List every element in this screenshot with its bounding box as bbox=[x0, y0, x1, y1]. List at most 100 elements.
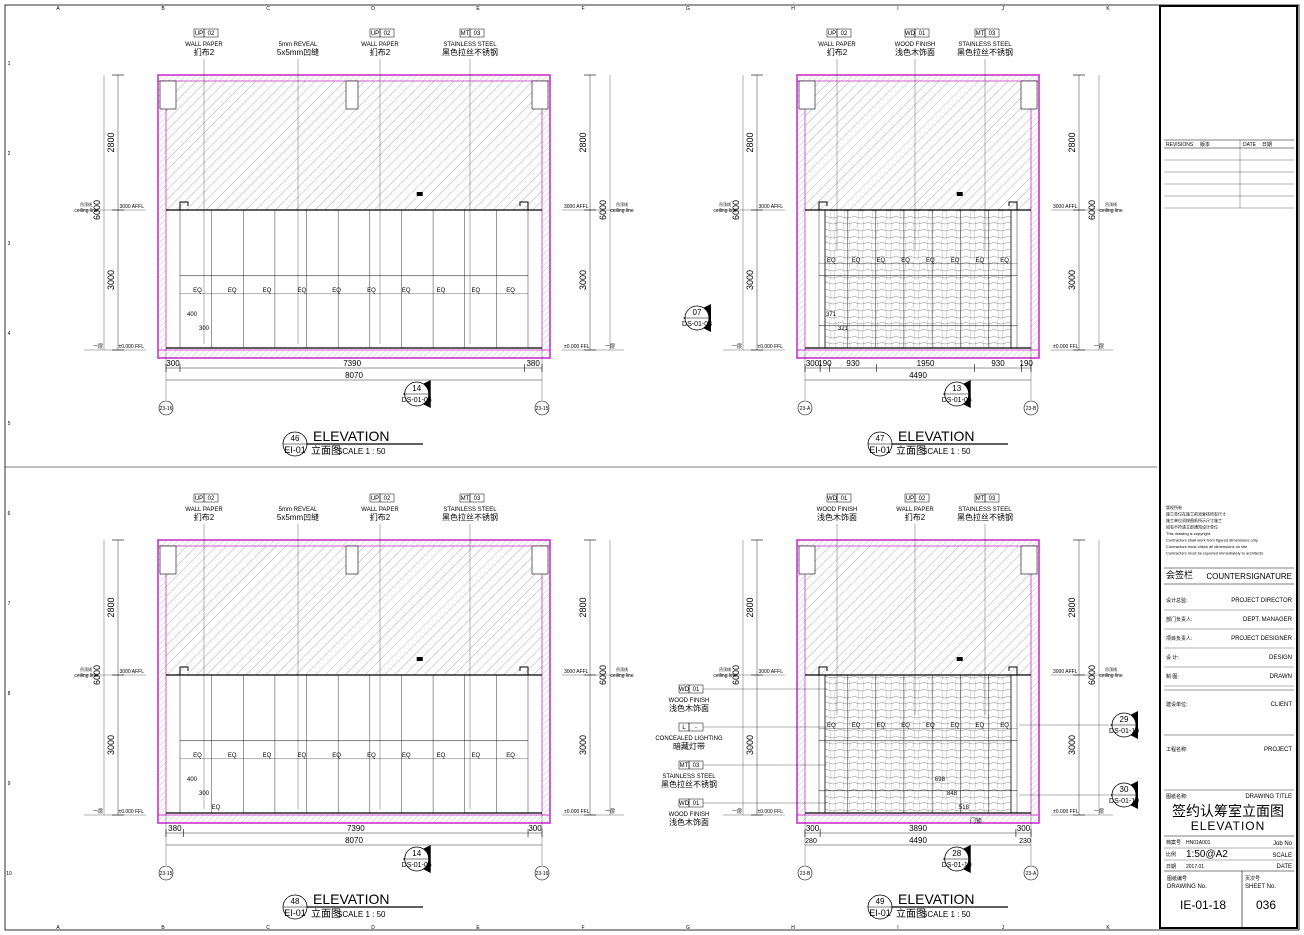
left-wall bbox=[796, 80, 806, 351]
eq-label: EQ bbox=[263, 288, 272, 294]
wood-panel bbox=[824, 209, 1012, 349]
beam-right bbox=[531, 80, 549, 110]
tag-num: 01 bbox=[693, 687, 700, 693]
tag-num: 02 bbox=[841, 31, 848, 37]
section-number: 07 bbox=[693, 308, 702, 317]
grid-letter-top: C bbox=[266, 6, 270, 12]
grid-bubble-left: 23-A bbox=[797, 400, 813, 416]
eq-label: EQ bbox=[852, 723, 861, 729]
hdim-label: 3890 bbox=[909, 824, 927, 833]
level-ceiling: 3000 AFFL bbox=[1053, 669, 1078, 675]
vdim-lower: 3000 bbox=[578, 270, 588, 290]
section-ref: DS-01-10 bbox=[1109, 798, 1139, 805]
level-floor: ±0.000 FFL bbox=[1053, 344, 1079, 350]
tag-en: STAINLESS STEEL bbox=[443, 42, 497, 48]
vdim-lower: 3000 bbox=[1067, 270, 1077, 290]
grid-bubble-label: 23-15 bbox=[536, 406, 549, 412]
eq-label: EQ bbox=[1000, 258, 1009, 264]
grid-letter-bottom: B bbox=[161, 925, 165, 931]
tag-num-box bbox=[836, 493, 852, 503]
grid-letter-bottom: A bbox=[56, 925, 60, 931]
tag-cn: 5x5mm凹缝 bbox=[277, 512, 319, 522]
tag-code: UP bbox=[906, 496, 914, 502]
tag-cn: 黑色拉丝不锈钢 bbox=[442, 47, 498, 57]
ceiling-slab bbox=[796, 539, 1040, 547]
rev-header-4: 日期 bbox=[1262, 142, 1272, 148]
tag-cn: 扪布2 bbox=[827, 47, 848, 57]
tag-num-box bbox=[984, 493, 1000, 503]
tag-num-box bbox=[836, 28, 852, 38]
eq-label: EQ bbox=[437, 753, 446, 759]
vdim-lower: 3000 bbox=[745, 270, 755, 290]
grid-letter-top: G bbox=[686, 6, 690, 12]
tag-num: 01 bbox=[693, 801, 700, 807]
tag-en: WOOD FINISH bbox=[669, 812, 710, 818]
ceiling-trim-left bbox=[818, 666, 828, 675]
hdim-label: 300 bbox=[528, 824, 542, 833]
level-ceiling-cn: 吊顶线 bbox=[1105, 666, 1117, 672]
level-ceiling-en: ceiling line bbox=[1099, 673, 1123, 679]
role-en: DESIGN bbox=[1269, 655, 1292, 661]
drawing-no-label-cn: 图纸编号 bbox=[1167, 875, 1187, 882]
countersignature-en: COUNTERSIGNATURE bbox=[1206, 572, 1292, 581]
tag-num: - bbox=[695, 725, 697, 731]
eq-label: EQ bbox=[1000, 723, 1009, 729]
scale-label-cn: 比例 bbox=[1166, 851, 1176, 858]
grid-number-left: 6 bbox=[8, 511, 11, 517]
drawing-title-en: ELEVATION bbox=[1191, 819, 1266, 833]
grid-bubble-left: 23-15 bbox=[158, 865, 174, 881]
tag-en: STAINLESS STEEL bbox=[662, 774, 716, 780]
level-ceiling: 3000 AFFL bbox=[564, 669, 589, 675]
view-subtitle: 立面图 bbox=[896, 907, 926, 920]
tag-code: WD bbox=[905, 31, 916, 37]
misc-dim: 门锁 bbox=[970, 817, 982, 825]
grid-letter-bottom: G bbox=[686, 925, 690, 931]
note-line: 版权所有 bbox=[1166, 504, 1182, 510]
rev-header-2: 版本 bbox=[1200, 141, 1210, 148]
floor-slab bbox=[157, 349, 551, 359]
tag-cn: 黑色拉丝不锈钢 bbox=[661, 779, 717, 789]
view-scale: SCALE 1 : 50 bbox=[922, 910, 971, 919]
scale-value: 1:50@A2 bbox=[1186, 849, 1228, 860]
eq-label: EQ bbox=[827, 258, 836, 264]
misc-dim: 518 bbox=[959, 805, 970, 811]
tag-code: MT bbox=[680, 763, 689, 769]
note-line: 施工单位须按图纸所示尺寸施工 bbox=[1166, 517, 1222, 523]
job-label-en: Job No bbox=[1273, 841, 1293, 847]
level-floor: ±0.000 FFL bbox=[757, 344, 783, 350]
view-number: 47 bbox=[876, 434, 885, 443]
hdim-total: 4490 bbox=[909, 836, 927, 845]
role-cn: 设 计: bbox=[1166, 654, 1179, 661]
level-ceiling-en: ceiling line bbox=[74, 208, 98, 214]
tag-code: MT bbox=[976, 496, 985, 502]
role-en: PROJECT DESIGNER bbox=[1231, 636, 1293, 642]
marker-block bbox=[956, 192, 963, 196]
note-line: This drawing is copyright bbox=[1166, 531, 1211, 536]
drawing-title-label-cn: 图纸名称: bbox=[1166, 793, 1187, 800]
misc-dim: EQ bbox=[212, 805, 221, 811]
hdim-label: 190 bbox=[1020, 359, 1034, 368]
countersignature-cn: 会签栏 bbox=[1166, 569, 1193, 580]
sheet-number: 036 bbox=[1256, 898, 1276, 912]
eq-label: EQ bbox=[471, 753, 480, 759]
eq-label: EQ bbox=[852, 258, 861, 264]
ceiling-trim-right bbox=[1008, 666, 1018, 675]
drawing-title-label-en: DRAWING TITLE bbox=[1245, 794, 1292, 800]
eq-label: EQ bbox=[901, 258, 910, 264]
ceiling-trim-right bbox=[519, 666, 529, 675]
tag-num-box bbox=[469, 28, 485, 38]
grid-letter-top: I bbox=[897, 6, 898, 12]
level-ceiling-en: ceiling line bbox=[610, 673, 634, 679]
marker-block bbox=[416, 657, 423, 661]
level-ceiling: 3000 AFFL bbox=[564, 204, 589, 210]
ceiling-trim-left bbox=[179, 666, 189, 675]
grid-bubble-label: 23-A bbox=[1026, 871, 1037, 877]
hdim-label: 7390 bbox=[347, 824, 365, 833]
grid-bubble-label: 23-A bbox=[800, 406, 811, 412]
section-number: 28 bbox=[952, 849, 961, 858]
tag-en: 5mm REVEAL bbox=[279, 42, 318, 48]
